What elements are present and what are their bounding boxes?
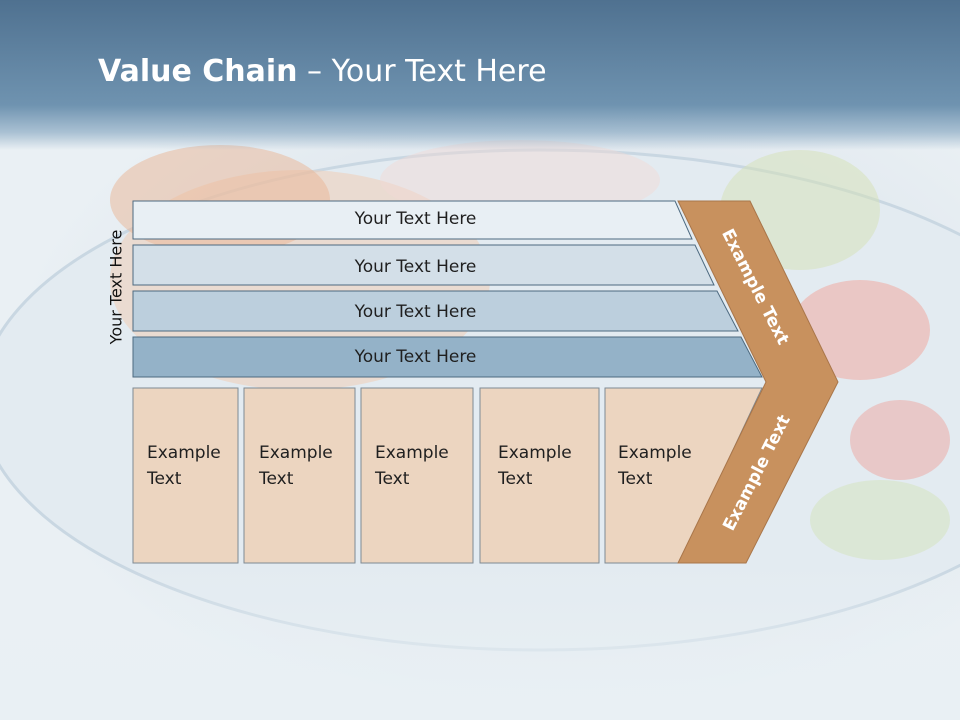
row-shape-4 — [132, 336, 763, 378]
title-rest: – Your Text Here — [297, 54, 547, 89]
row-shape-3 — [132, 290, 739, 332]
row-label-1: Your Text Here — [354, 209, 477, 229]
row-shape-1 — [132, 200, 693, 240]
chevron-arrow — [677, 200, 839, 564]
box-label-1: Example Text — [147, 443, 221, 489]
reflection-fade — [0, 565, 960, 720]
box-shape-2 — [243, 387, 356, 564]
box-shape-1 — [132, 387, 239, 564]
title-bold: Value Chain — [98, 54, 298, 89]
header-band — [0, 0, 960, 150]
slide-title: Value Chain – Your Text Here — [98, 54, 547, 89]
box-label-4: Example Text — [498, 443, 572, 489]
row-label-2: Your Text Here — [354, 257, 477, 277]
row-shape-2 — [132, 244, 715, 286]
box-label-2: Example Text — [259, 443, 333, 489]
row-label-4: Your Text Here — [354, 347, 477, 367]
box-label-3: Example Text — [375, 443, 449, 489]
box-shape-3 — [360, 387, 474, 564]
box-label-5: Example Text — [618, 443, 692, 489]
box-shape-4 — [479, 387, 600, 564]
row-label-3: Your Text Here — [354, 302, 477, 322]
